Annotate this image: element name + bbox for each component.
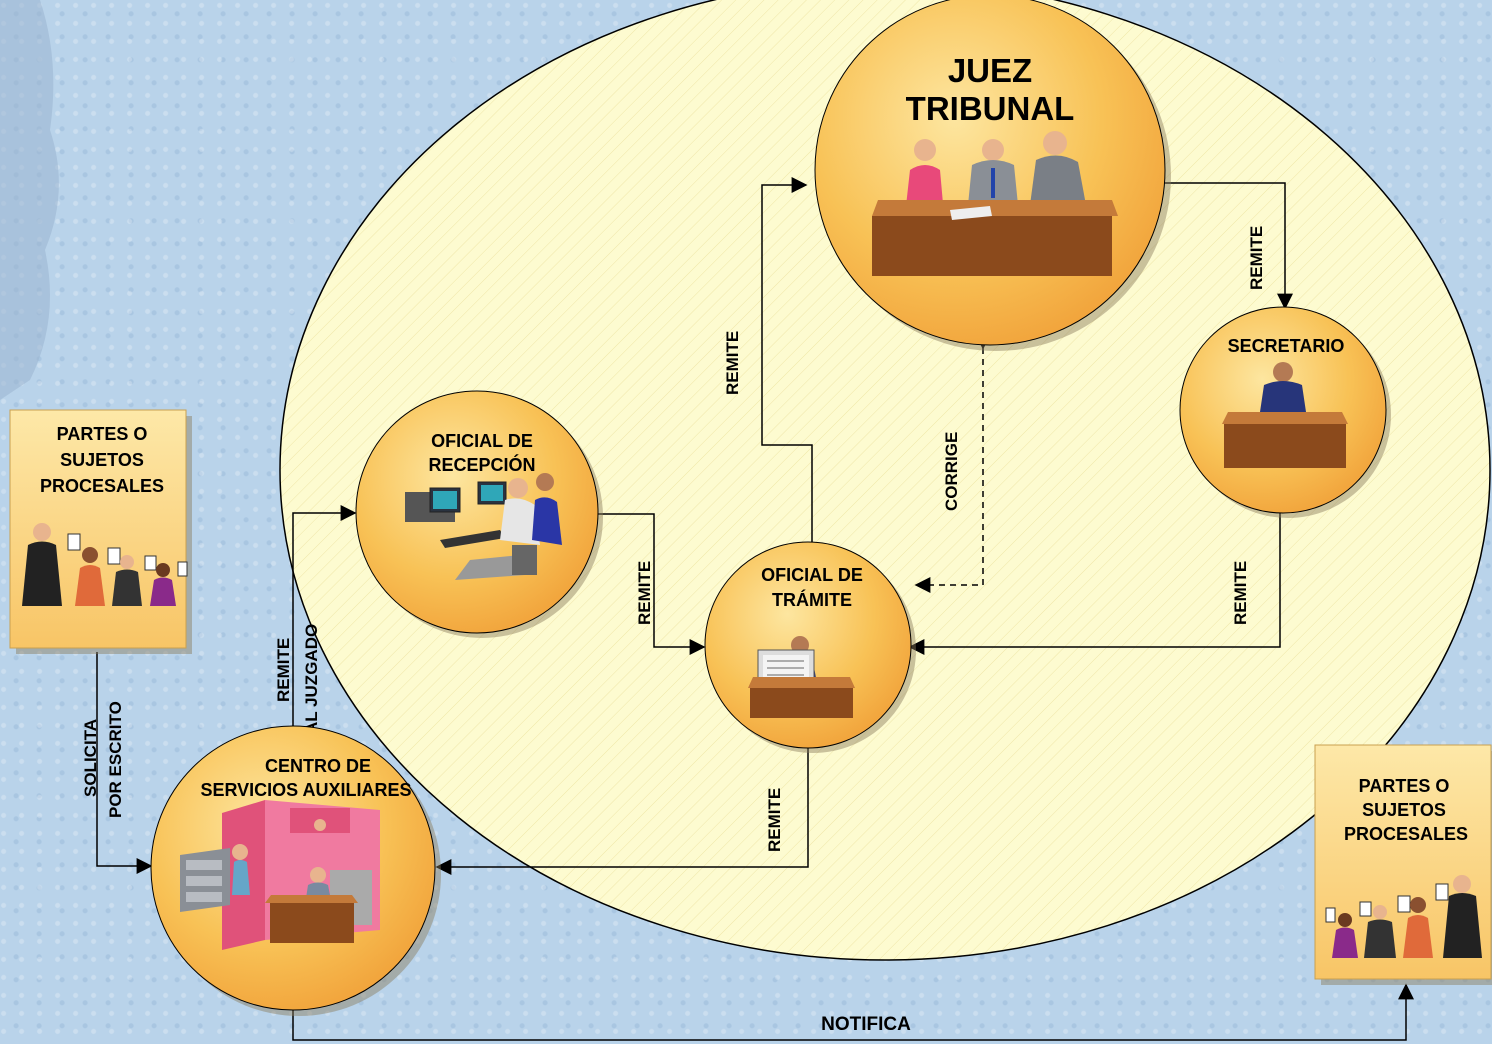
statue-decoration-icon	[0, 0, 59, 400]
node-secretario: SECRETARIO	[1179, 306, 1391, 518]
edges	[96, 177, 1414, 1041]
edge-juez-secretario	[1155, 182, 1293, 310]
judges-at-table-icon	[872, 131, 1118, 276]
partes-der-title-2: SUJETOS	[1362, 800, 1446, 820]
edge-secretario-tramite	[908, 508, 1281, 655]
edge-juez-tramite-corrige	[914, 333, 991, 593]
office-cubicles-icon	[180, 800, 380, 950]
edge-centro-partes	[292, 983, 1414, 1041]
edge-centro-recepcion	[292, 505, 357, 730]
label-tramite-juez: REMITE	[723, 331, 742, 395]
edge-partes-centro	[96, 652, 153, 874]
court-circle	[279, 0, 1491, 961]
tramite-title-2: TRÁMITE	[772, 589, 852, 610]
juez-title-1: JUEZ	[948, 52, 1032, 89]
edge-recepcion-tramite	[597, 513, 706, 655]
edge-tramite-centro	[435, 745, 809, 875]
centro-title-1: CENTRO DE	[265, 756, 371, 776]
partes-der-title-1: PARTES O	[1359, 776, 1450, 796]
secretary-at-desk-icon	[1222, 362, 1348, 468]
recepcion-title-2: RECEPCIÓN	[428, 454, 535, 475]
partes-izq-title-1: PARTES O	[57, 424, 148, 444]
node-oficial-tramite: OFICIAL DE TRÁMITE	[704, 541, 916, 753]
node-oficial-recepcion: OFICIAL DE RECEPCIÓN	[355, 390, 603, 638]
label-tramite-centro: REMITE	[765, 788, 784, 852]
juez-title-2: TRIBUNAL	[906, 90, 1075, 127]
edge-tramite-juez	[761, 177, 813, 545]
node-partes-derecha: PARTES O SUJETOS PROCESALES	[1314, 744, 1492, 985]
clerk-at-computer-icon	[748, 636, 855, 718]
label-partes-centro-1: SOLICITA	[81, 719, 100, 797]
secretario-title: SECRETARIO	[1228, 336, 1345, 356]
label-juez-secretario: REMITE	[1247, 226, 1266, 290]
node-centro-servicios: CENTRO DE SERVICIOS AUXILIARES	[150, 725, 441, 1016]
people-voting-icon	[1325, 875, 1482, 958]
partes-der-title-3: PROCESALES	[1344, 824, 1468, 844]
node-juez-tribunal: JUEZ TRIBUNAL	[814, 0, 1171, 351]
label-partes-centro-2: POR ESCRITO	[106, 701, 125, 818]
edge-labels: REMITE REMITE REMITE REMITE CORRIGE REMI…	[81, 226, 1266, 1035]
centro-title-2: SERVICIOS AUXILIARES	[200, 780, 411, 800]
partes-izq-title-2: SUJETOS	[60, 450, 144, 470]
label-secretario-tramite: REMITE	[1231, 561, 1250, 625]
label-centro-recepcion-2: AL JUZGADO	[302, 624, 321, 734]
node-partes-izquierda: PARTES O SUJETOS PROCESALES	[9, 409, 192, 654]
label-centro-recepcion-1: REMITE	[274, 638, 293, 702]
label-recepcion-tramite: REMITE	[635, 561, 654, 625]
label-notifica: NOTIFICA	[821, 1014, 911, 1035]
tramite-title-1: OFICIAL DE	[761, 565, 863, 585]
people-voting-icon	[22, 523, 188, 606]
label-corrige: CORRIGE	[942, 432, 961, 511]
recepcion-title-1: OFICIAL DE	[431, 431, 533, 451]
partes-izq-title-3: PROCESALES	[40, 476, 164, 496]
operators-at-computers-icon	[405, 473, 562, 580]
